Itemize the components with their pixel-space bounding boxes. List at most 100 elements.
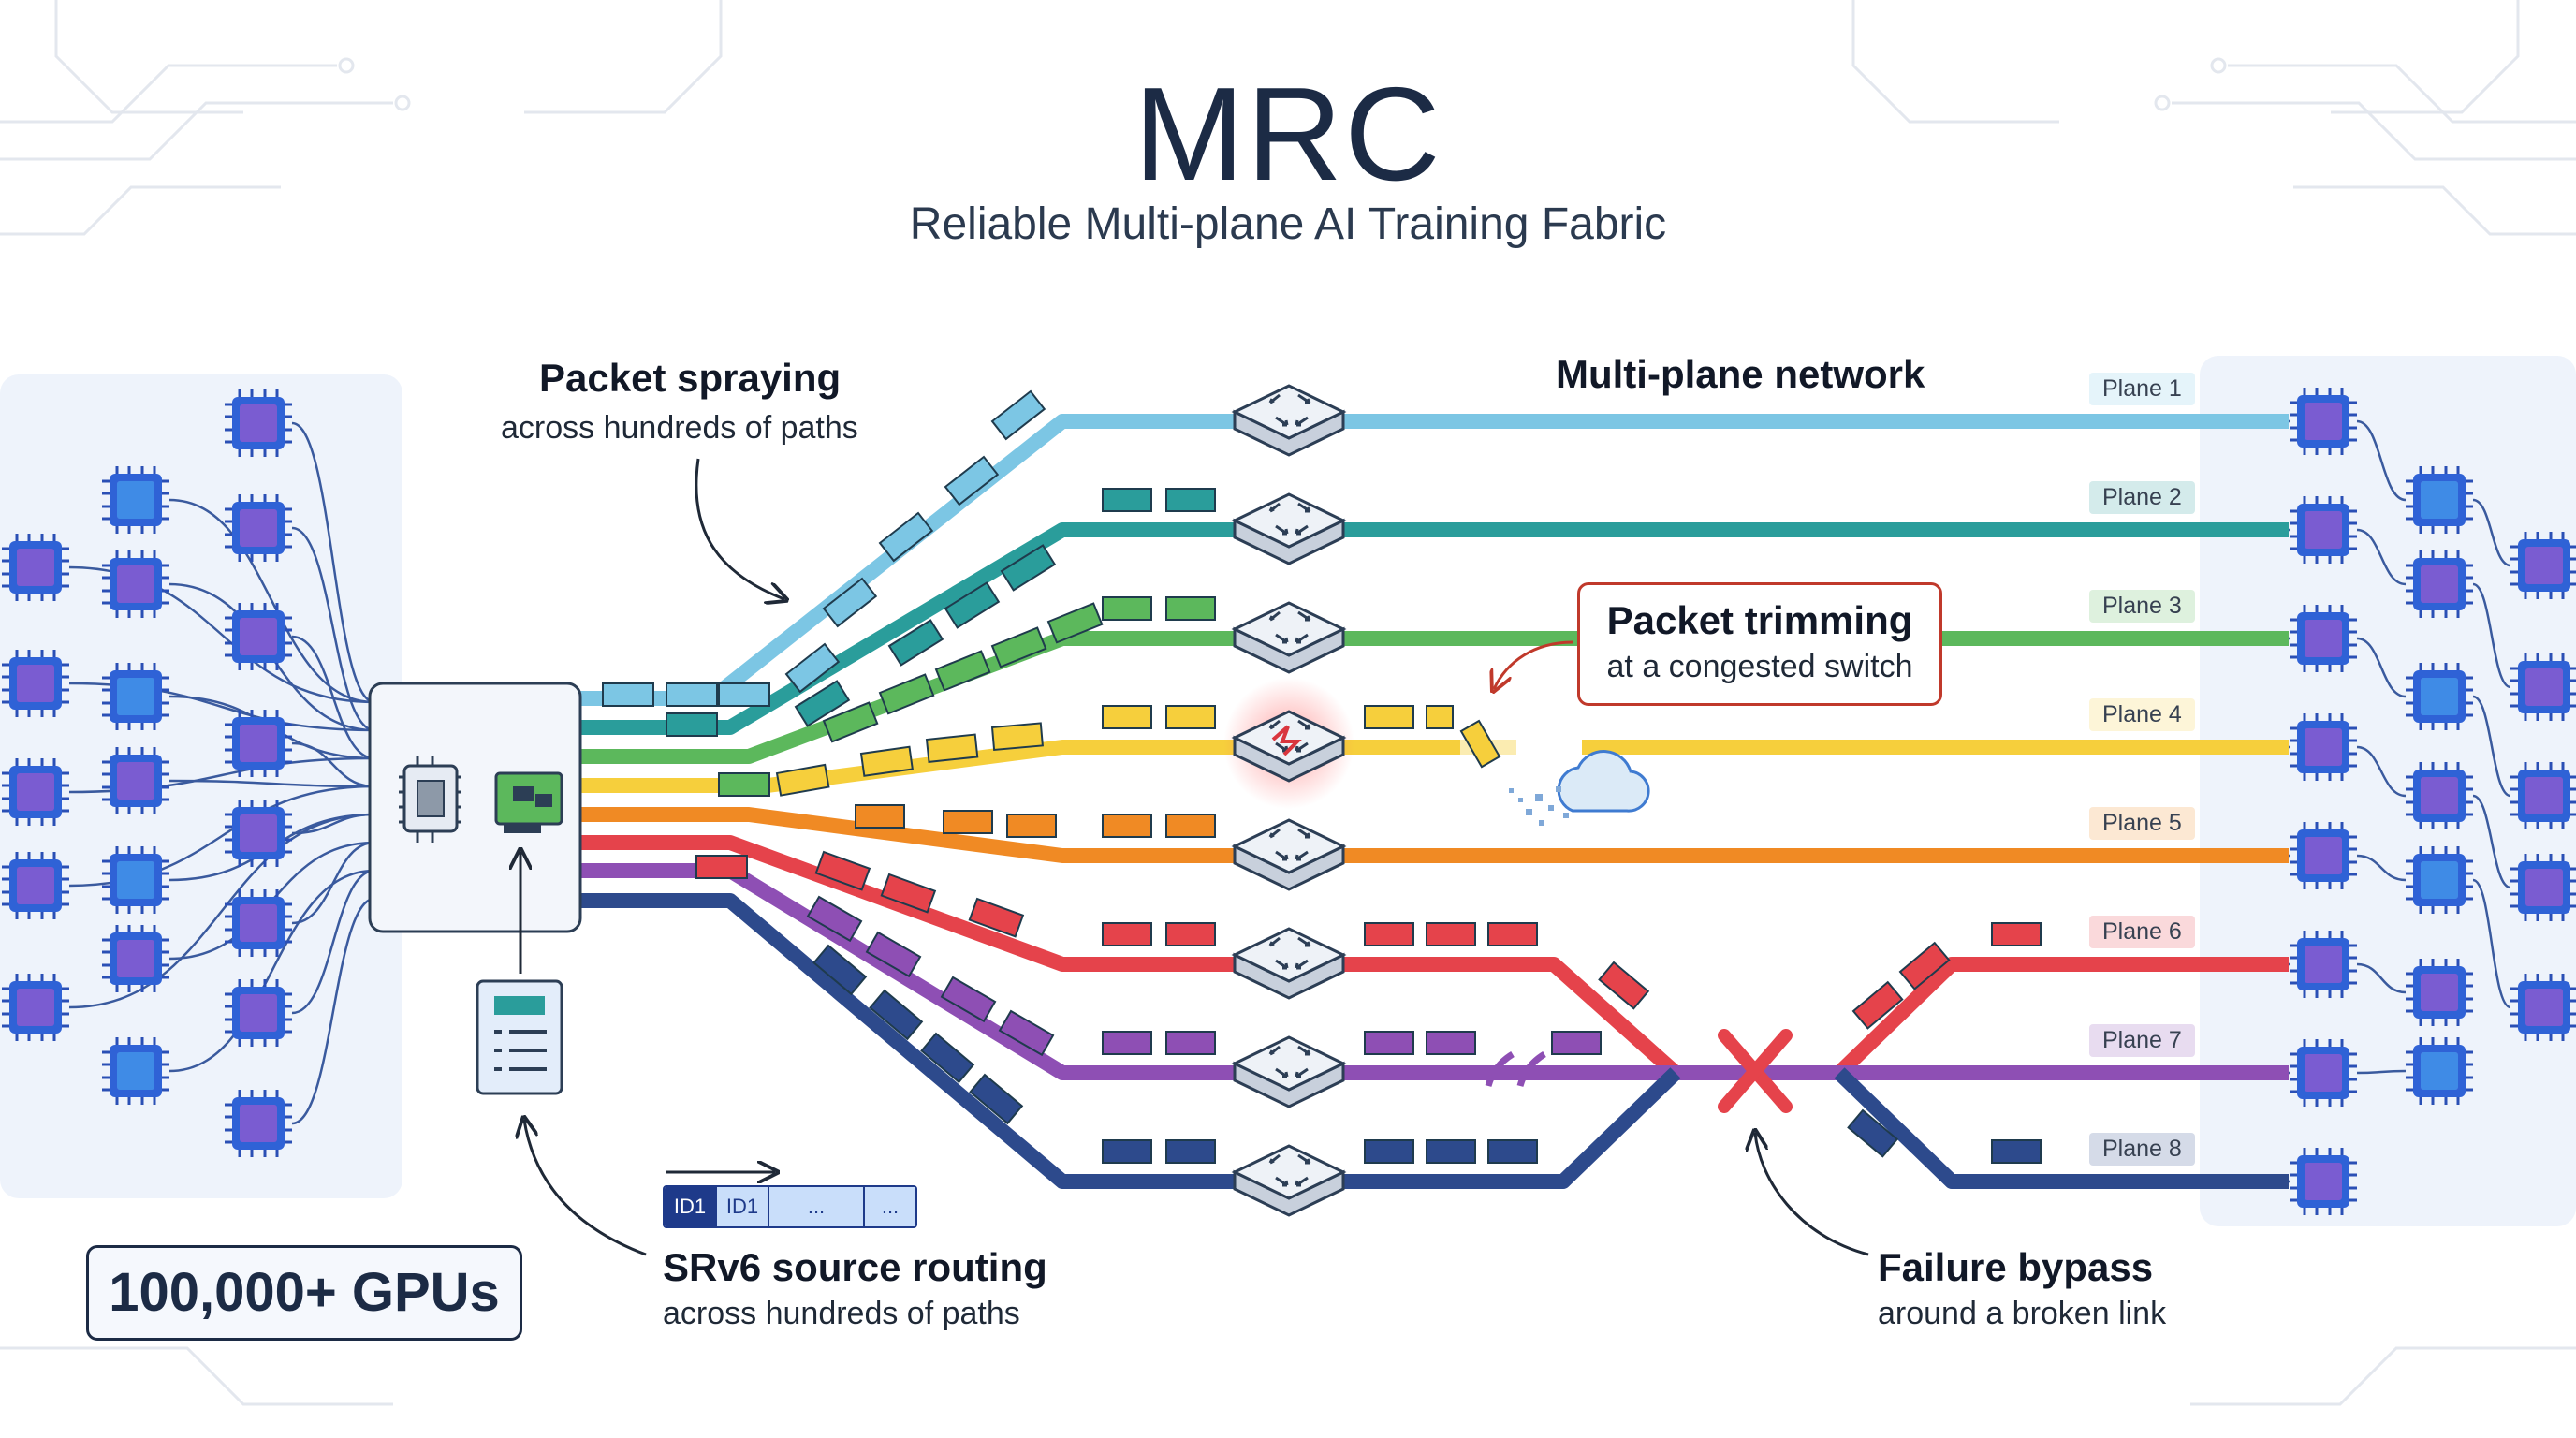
gpu-link — [291, 841, 375, 925]
gpu-link — [291, 421, 375, 704]
gpu-link — [2472, 878, 2511, 1009]
plane-label: Plane 8 — [2089, 1133, 2195, 1166]
gpu-link — [2472, 498, 2511, 567]
network-switch-icon — [1233, 927, 1345, 1000]
gpu-count-badge: 100,000+ GPUs — [86, 1245, 522, 1341]
failure-bypass-title: Failure bypass — [1878, 1245, 2154, 1289]
plane-2-line — [562, 522, 2289, 735]
plane-label: Plane 6 — [2089, 916, 2195, 948]
packet-trimming-title: Packet trimming — [1606, 598, 1913, 642]
gpu-link — [291, 741, 375, 788]
gpu-chip-icon — [2406, 466, 2473, 534]
gpu-chip-icon — [100, 923, 171, 994]
broken-link-x-icon — [1718, 1029, 1793, 1113]
gpu-chip-icon — [223, 977, 294, 1049]
gpu-chip-icon — [2509, 760, 2576, 831]
srv6-field: ID1 — [715, 1187, 768, 1226]
gpu-chip-icon — [102, 846, 169, 914]
packet-spraying-title: Packet spraying — [539, 356, 842, 400]
dropped-packets-cloud-icon — [1509, 750, 1650, 826]
left-gpu-cluster-area — [0, 374, 402, 1198]
plane-5-line — [562, 807, 2289, 863]
packet-trimming-callout: Packet trimming at a congested switch — [1577, 582, 1942, 706]
congestion-bolt-icon — [1271, 725, 1302, 756]
plane-label: Plane 1 — [2089, 373, 2195, 405]
diagram-title: MRC — [1134, 60, 1442, 209]
network-switch-icon — [1233, 1144, 1345, 1217]
network-switch-icon — [1233, 1035, 1345, 1108]
failure-bypass-subtitle: around a broken link — [1878, 1296, 2167, 1331]
gpu-chip-icon — [2509, 852, 2576, 923]
gpu-chip-icon — [2404, 549, 2475, 620]
gpu-chip-icon — [2404, 957, 2475, 1028]
gpu-link — [2356, 528, 2407, 586]
network-card-icon — [494, 771, 564, 833]
gpu-chip-icon — [223, 798, 294, 869]
gpu-chip-icon — [2406, 846, 2473, 914]
gpu-link — [2356, 745, 2407, 798]
gpu-link — [68, 813, 375, 1009]
gpu-link — [2472, 794, 2511, 889]
gpu-chip-icon — [0, 850, 71, 921]
gpu-link — [168, 779, 375, 788]
plane-label: Plane 3 — [2089, 590, 2195, 623]
srv6-routing-subtitle: across hundreds of paths — [663, 1296, 1020, 1331]
gpu-link — [291, 635, 375, 760]
gpu-chip-icon — [2288, 494, 2359, 565]
gpu-link — [2356, 854, 2407, 882]
circuit-background — [0, 0, 2576, 1406]
gpu-chip-icon — [2288, 386, 2359, 457]
network-switch-icon — [1233, 384, 1345, 457]
routing-table-icon — [476, 979, 564, 1095]
gpu-link — [2356, 419, 2407, 502]
gpu-link — [2472, 582, 2511, 689]
gpu-chip-icon — [100, 549, 171, 620]
gpu-chip-icon — [0, 756, 71, 828]
gpu-chip-icon — [102, 1037, 169, 1105]
srv6-header-fields: ID1 ID1 ... ... — [663, 1185, 917, 1228]
packet-spraying-subtitle: across hundreds of paths — [501, 410, 858, 446]
gpu-chip-icon — [102, 663, 169, 730]
cpu-chip-icon — [399, 756, 461, 843]
gpu-chip-icon — [223, 388, 294, 459]
network-switch-icon — [1233, 492, 1345, 565]
gpu-chip-icon — [2404, 760, 2475, 831]
gpu-chip-icon — [102, 466, 169, 534]
srv6-field: ... — [768, 1187, 863, 1226]
gpu-chip-icon — [2509, 530, 2576, 601]
gpu-chip-icon — [2288, 1146, 2359, 1217]
plane-label: Plane 7 — [2089, 1024, 2195, 1057]
right-gpu-links — [2288, 419, 2511, 1183]
gpu-chip-icon — [2406, 1037, 2473, 1105]
gpu-chip-icon — [2406, 663, 2473, 730]
gpu-chip-icon — [100, 745, 171, 816]
plane-6-line — [562, 835, 2289, 1078]
gpu-link — [291, 869, 375, 1015]
packet-trimming-subtitle: at a congested switch — [1606, 649, 1913, 684]
gpu-chip-icon — [223, 888, 294, 959]
gpu-chip-icon — [0, 972, 71, 1043]
gpu-chip-icon — [2288, 1037, 2359, 1108]
callout-arrows — [524, 458, 1869, 1256]
gpu-chip-icon — [2288, 929, 2359, 1000]
gpu-chip-icon — [2509, 972, 2576, 1043]
right-gpu-cluster-area — [2200, 356, 2576, 1226]
network-switch-icon — [1233, 601, 1345, 674]
srv6-field: ... — [863, 1187, 915, 1226]
gpu-link — [291, 897, 375, 1125]
srv6-routing-title: SRv6 source routing — [663, 1245, 1047, 1289]
host-server — [368, 682, 582, 933]
gpu-chip-icon — [0, 532, 71, 603]
gpu-link — [2356, 1069, 2407, 1075]
srv6-field: ID1 — [665, 1187, 715, 1226]
gpu-chip-icon — [223, 708, 294, 779]
gpu-chip-icon — [223, 601, 294, 672]
gpu-chip-icon — [223, 492, 294, 564]
network-switch-icon — [1233, 818, 1345, 891]
multi-plane-network-title: Multi-plane network — [1556, 352, 1925, 396]
gpu-chip-icon — [2288, 820, 2359, 891]
sprayed-packets — [602, 389, 2042, 1164]
rerouted-packet-arrows — [1485, 1050, 1546, 1088]
gpu-link — [2356, 962, 2407, 994]
